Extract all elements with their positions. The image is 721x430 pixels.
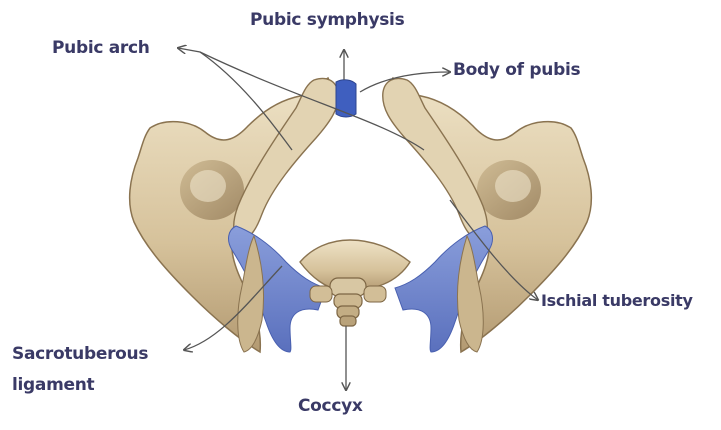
sacrotuberous-ligament-label-line1: Sacrotuberous	[12, 346, 148, 363]
ischial-tuberosity-label: Ischial tuberosity	[541, 293, 693, 309]
body-of-pubis-label: Body of pubis	[453, 62, 580, 79]
pubic-arch-label: Pubic arch	[52, 40, 150, 57]
sacrotuberous-ligament-label-line2: ligament	[12, 377, 94, 394]
coccyx-label: Coccyx	[298, 398, 363, 415]
pubic-symphysis-label: Pubic symphysis	[250, 12, 404, 29]
pubic-symphysis-shape	[336, 80, 356, 117]
